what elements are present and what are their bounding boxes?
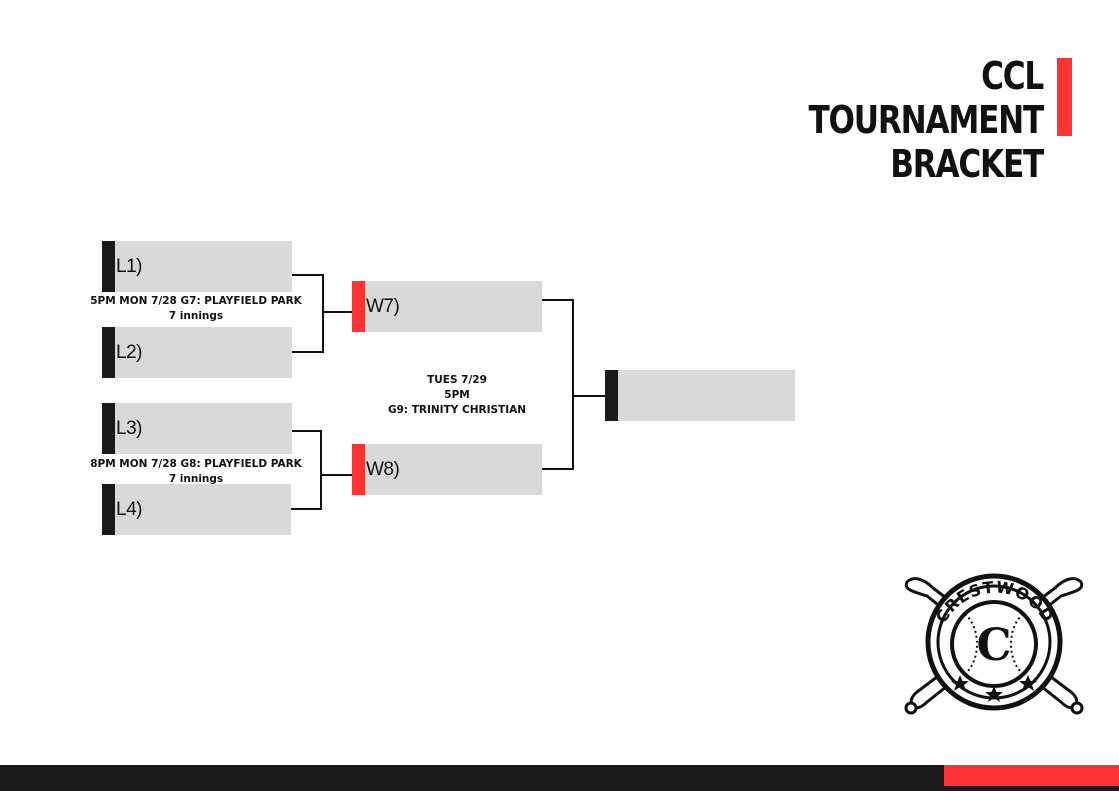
title-line-2: TOURNAMENT <box>808 98 1044 142</box>
game-7-innings: 7 innings <box>168 310 224 322</box>
slot-marker <box>102 484 115 535</box>
slot-label: W7) <box>366 295 400 317</box>
slot-l3[interactable]: L3) <box>102 403 292 454</box>
game-9-time: 5PM <box>444 389 470 401</box>
slot-label: W8) <box>366 458 400 480</box>
connector-g9-vertical <box>572 299 574 470</box>
slot-l1[interactable]: L1) <box>102 241 292 292</box>
slot-label: L3) <box>116 417 142 439</box>
game-7-details: 5PM MON 7/28 G7: PLAYFIELD PARK <box>90 295 302 307</box>
connector-w7-out <box>542 299 573 301</box>
crestwood-logo: CRESTWOOD C <box>904 573 1084 715</box>
connector-w8-out <box>542 468 573 470</box>
slot-w8[interactable]: W8) <box>352 444 542 495</box>
game-9-date: TUES 7/29 <box>427 374 487 386</box>
slot-label: L4) <box>116 498 142 520</box>
star-icons <box>951 675 1037 702</box>
game-8-details: 8PM MON 7/28 G8: PLAYFIELD PARK <box>90 458 302 470</box>
slot-marker <box>352 281 365 332</box>
game-9-details: G9: TRINITY CHRISTIAN <box>387 404 527 416</box>
game-7-info: 5PM MON 7/28 G7: PLAYFIELD PARK 7 inning… <box>80 294 312 324</box>
footer-bar <box>0 765 1119 791</box>
game-8-innings: 7 innings <box>168 473 224 485</box>
slot-l2[interactable]: L2) <box>102 327 292 378</box>
connector-g7-vertical <box>322 274 324 353</box>
slot-marker <box>352 444 365 495</box>
connector-l2-out <box>292 351 323 353</box>
slot-label: L1) <box>116 255 142 277</box>
logo-letter: C <box>976 620 1011 671</box>
slot-marker <box>102 327 115 378</box>
game-8-info: 8PM MON 7/28 G8: PLAYFIELD PARK 7 inning… <box>80 457 312 487</box>
slot-l4[interactable]: L4) <box>102 484 291 535</box>
connector-l1-out <box>292 274 323 276</box>
bracket-title: CCL TOURNAMENT BRACKET <box>808 54 1044 186</box>
footer-accent <box>944 765 1119 786</box>
connector-g8-to-w8 <box>320 474 352 476</box>
title-accent-bar <box>1057 58 1072 136</box>
title-line-3: BRACKET <box>890 142 1044 186</box>
slot-marker <box>605 370 618 421</box>
title-line-1: CCL <box>981 54 1044 98</box>
connector-l3-out <box>292 430 321 432</box>
slot-champion[interactable] <box>605 370 795 421</box>
connector-g7-to-w7 <box>322 311 352 313</box>
slot-label: L2) <box>116 341 142 363</box>
slot-w7[interactable]: W7) <box>352 281 542 332</box>
game-9-info: TUES 7/29 5PM G9: TRINITY CHRISTIAN <box>362 373 552 418</box>
connector-g8-vertical <box>320 430 322 510</box>
connector-l4-out <box>291 508 321 510</box>
connector-g9-to-final <box>572 395 605 397</box>
slot-marker <box>102 403 115 454</box>
slot-marker <box>102 241 115 292</box>
